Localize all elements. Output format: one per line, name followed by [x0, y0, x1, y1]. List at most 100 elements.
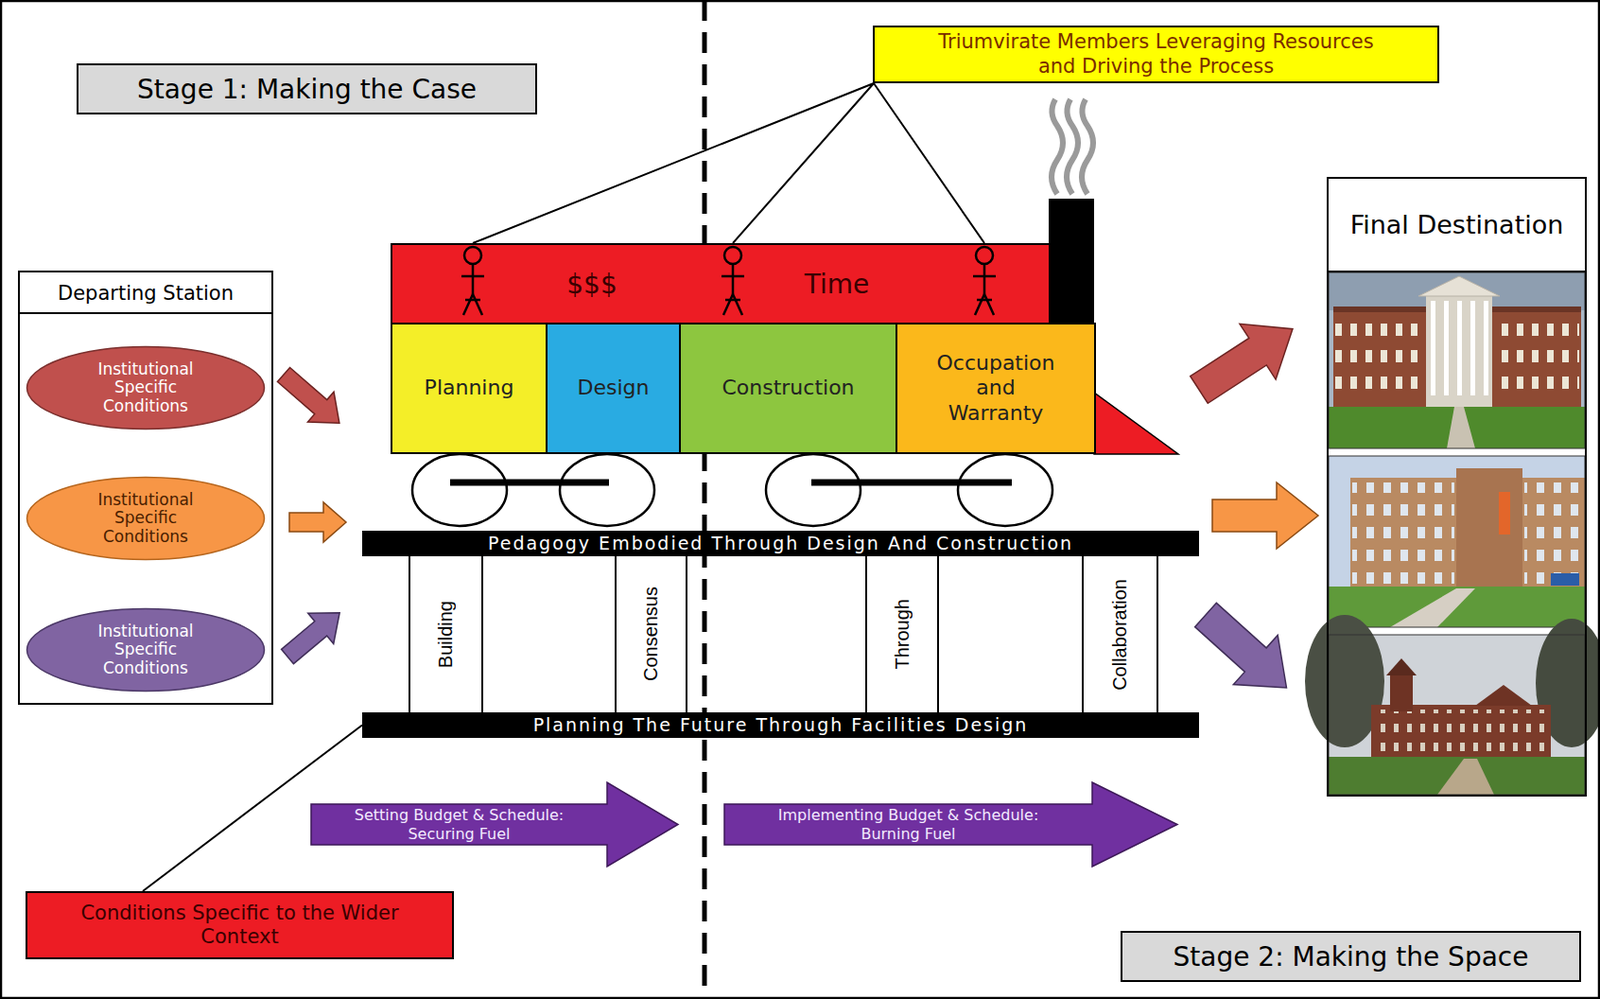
stick-figure — [472, 294, 483, 315]
chimney — [1048, 198, 1095, 325]
condition-ellipse: Institutional Specific Conditions — [25, 607, 266, 693]
budget-arrow: Setting Budget & Schedule: Securing Fuel — [311, 781, 679, 868]
cowcatcher — [1094, 392, 1179, 454]
context-text: Conditions Specific to the Wider Context — [60, 901, 420, 949]
stick-figure — [463, 294, 473, 315]
condition-text: Institutional Specific Conditions — [74, 360, 217, 417]
condition-ellipse: Institutional Specific Conditions — [25, 345, 266, 431]
campus-photo — [1550, 573, 1580, 586]
arrow-outline — [724, 782, 1178, 867]
campus-photo — [1390, 673, 1413, 712]
context-box: Conditions Specific to the Wider Context — [25, 890, 454, 959]
stick-figure — [732, 294, 743, 315]
campus-photo — [1328, 406, 1585, 449]
input-arrow — [270, 359, 352, 672]
campus-photo — [1470, 300, 1476, 396]
phase-car: Design — [545, 322, 681, 454]
campus-photo — [1475, 684, 1532, 706]
campus-photo — [1335, 317, 1423, 403]
train-wheel — [412, 453, 1053, 526]
leader-line — [472, 83, 985, 244]
stage-title: Stage 1: Making the Case — [137, 73, 477, 105]
campus-photo — [1374, 709, 1548, 757]
stick-figure — [721, 246, 745, 315]
rail-tie: Consensus — [614, 556, 688, 713]
tie-label: Collaboration — [1109, 578, 1131, 691]
stick-figure — [723, 294, 733, 315]
resource-label: $$$ — [516, 268, 668, 300]
track-ground — [362, 554, 1200, 714]
ellipse-outline — [27, 608, 265, 692]
campus-photo — [1328, 634, 1585, 795]
campus-photo — [1328, 586, 1585, 627]
ellipse-outline — [27, 477, 265, 560]
phase-label: Design — [577, 375, 650, 400]
train-wheel — [765, 453, 861, 526]
train-wheel — [957, 453, 1053, 526]
stick-figure — [974, 294, 985, 315]
condition-text: Institutional Specific Conditions — [74, 490, 217, 547]
stick-figure — [465, 298, 481, 302]
campus-photo — [1328, 272, 1585, 449]
rail-text: Pedagogy Embodied Through Design And Con… — [487, 533, 1074, 554]
smoke — [1081, 99, 1094, 194]
phase-car: Construction — [678, 322, 898, 454]
campus-photo — [1371, 704, 1551, 760]
campus-photo — [1497, 317, 1580, 403]
condition-ellipse: Institutional Specific Conditions — [25, 475, 266, 561]
rail-tie: Through — [865, 556, 940, 713]
campus-photo — [1456, 468, 1523, 587]
campus-photo — [1352, 482, 1455, 585]
campus-photo — [1524, 482, 1583, 585]
stick-figure — [984, 294, 994, 315]
campus-photo — [1328, 272, 1585, 449]
track-ground — [362, 554, 1200, 714]
stick-figure — [973, 275, 996, 279]
campus-photo — [1390, 588, 1476, 627]
campus-photo — [1446, 406, 1476, 449]
stick-figure — [976, 298, 992, 302]
stick-figure — [721, 275, 745, 279]
stick-figure — [724, 246, 742, 264]
station-panel: Departing StationInstitutional Specific … — [17, 270, 274, 705]
resource-label: Time — [761, 268, 913, 300]
stage-label: Stage 2: Making the Space — [1120, 930, 1582, 982]
stick-figure — [731, 263, 735, 295]
campus-photo — [1418, 276, 1500, 296]
train-wheel — [559, 453, 655, 526]
wheel-axle — [450, 479, 609, 487]
campus-photo — [1386, 658, 1417, 676]
input-arrow — [270, 359, 352, 438]
phase-car: Occupation and Warranty — [895, 322, 1096, 454]
campus-photo — [1328, 756, 1585, 795]
stage-title: Stage 2: Making the Space — [1173, 940, 1530, 973]
stick-figure — [464, 246, 482, 264]
stick-figure — [461, 275, 485, 279]
stick-figure — [973, 246, 996, 315]
stage-label: Stage 1: Making the Case — [76, 63, 538, 115]
rail-bar: Pedagogy Embodied Through Design And Con… — [362, 530, 1200, 557]
output-arrow — [1183, 590, 1309, 713]
output-arrow — [1181, 300, 1319, 713]
phase-label: Planning — [424, 375, 515, 400]
phase-label: Occupation and Warranty — [929, 350, 1062, 426]
campus-photo — [1443, 300, 1449, 396]
phase-label: Construction — [721, 375, 854, 400]
campus-photo — [1457, 300, 1462, 396]
campus-photo — [1328, 455, 1585, 627]
tie-label: Building — [434, 600, 457, 668]
output-arrow — [1181, 300, 1311, 418]
panel-heading: Final Destination — [1328, 178, 1585, 273]
rail-text: Planning The Future Through Facilities D… — [533, 714, 1029, 735]
campus-photo — [1426, 295, 1493, 407]
arrow-text: Implementing Budget & Schedule: Burning … — [752, 805, 1065, 842]
campus-photo — [1430, 300, 1436, 396]
panel-heading: Departing Station — [19, 272, 272, 314]
wheel-axle — [811, 479, 1012, 487]
stick-figure — [392, 244, 1049, 323]
rail-bar: Planning The Future Through Facilities D… — [362, 712, 1200, 738]
campus-photo — [1328, 455, 1585, 627]
output-arrow — [1212, 482, 1319, 549]
